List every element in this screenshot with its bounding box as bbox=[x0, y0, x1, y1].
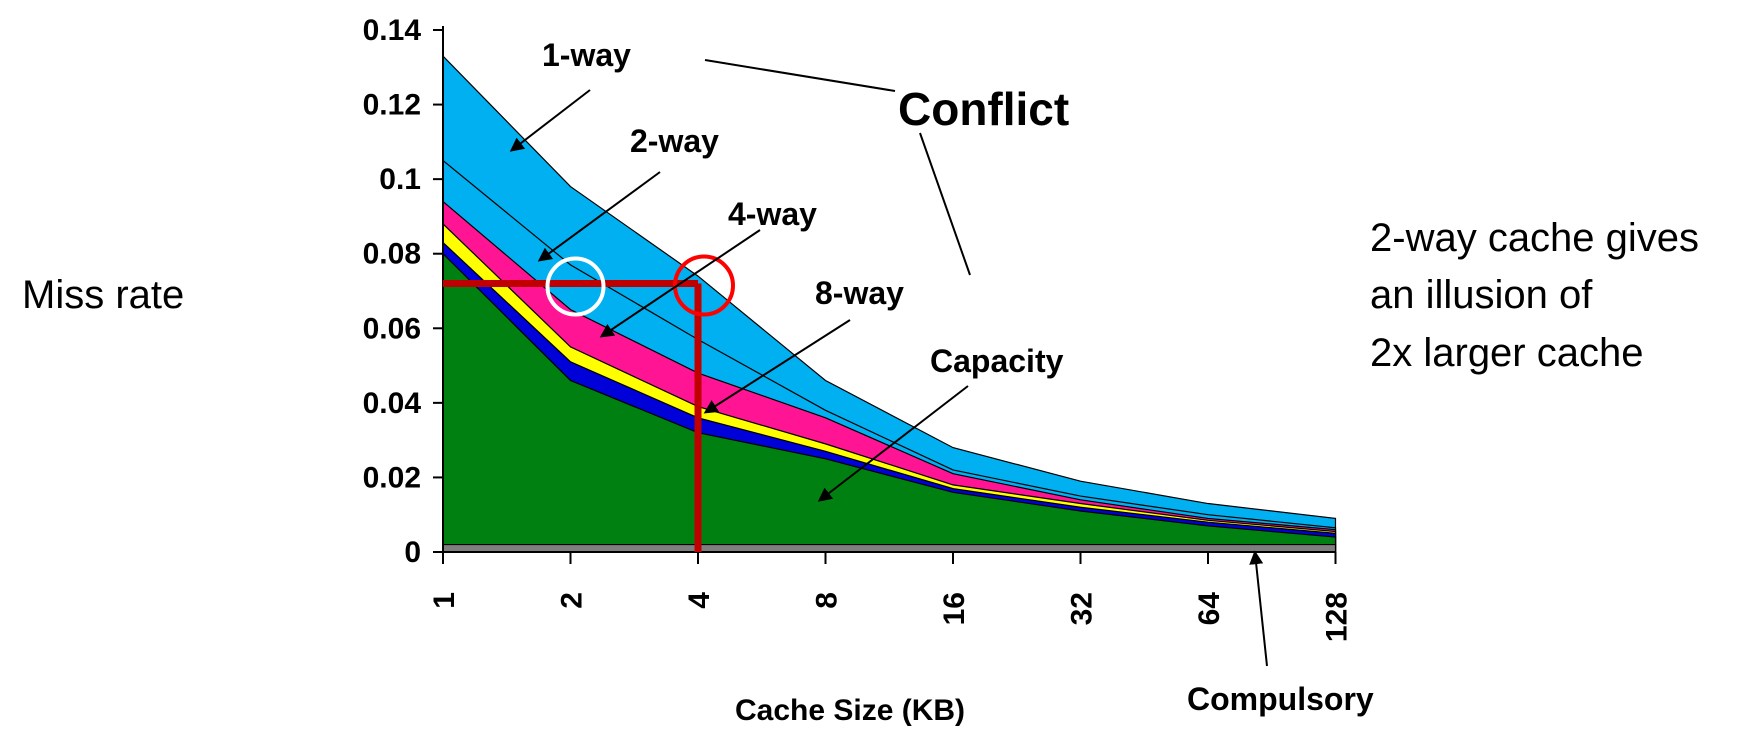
arrow-2-way bbox=[537, 171, 661, 262]
side-note-line-2: an illusion of bbox=[1370, 273, 1593, 317]
x-tick-label: 32 bbox=[1066, 592, 1099, 625]
y-tick-label: 0.1 bbox=[379, 163, 421, 196]
label-1-way: 1-way bbox=[542, 37, 631, 73]
conflict-leader-upper bbox=[704, 59, 896, 92]
side-note-line-1: 2-way cache gives bbox=[1370, 216, 1699, 260]
label-conflict: Conflict bbox=[898, 83, 1069, 135]
y-tick-label: 0.08 bbox=[363, 238, 421, 271]
red-circle-marker bbox=[673, 254, 735, 317]
label-8-way: 8-way bbox=[815, 275, 904, 311]
x-axis-title: Cache Size (KB) bbox=[735, 694, 965, 727]
conflict-leader-lower bbox=[919, 132, 971, 276]
label-capacity: Capacity bbox=[930, 343, 1064, 379]
white-circle-marker bbox=[545, 256, 606, 317]
y-axis-title: Miss rate bbox=[22, 273, 184, 317]
highlight-marks bbox=[443, 254, 735, 552]
label-2-way: 2-way bbox=[630, 123, 719, 159]
stacked-areas bbox=[442, 54, 1337, 553]
y-tick-label: 0.12 bbox=[363, 89, 421, 122]
x-tick-label: 4 bbox=[683, 592, 716, 609]
x-tick-label: 2 bbox=[556, 592, 589, 609]
side-note-line-3: 2x larger cache bbox=[1370, 331, 1643, 375]
y-tick-label: 0.14 bbox=[363, 14, 422, 47]
y-tick-label: 0.04 bbox=[363, 387, 422, 420]
y-tick-label: 0 bbox=[404, 536, 421, 569]
x-tick-labels: 1 2 4 8 16 32 64 128 bbox=[428, 552, 1354, 642]
x-tick-label: 1 bbox=[428, 592, 461, 609]
arrow-8-way bbox=[703, 319, 851, 414]
x-tick-label: 64 bbox=[1193, 592, 1226, 626]
area-capacity bbox=[442, 252, 1337, 553]
x-tick-label: 128 bbox=[1321, 592, 1354, 642]
label-4-way: 4-way bbox=[728, 196, 817, 232]
label-compulsory: Compulsory bbox=[1187, 681, 1374, 717]
y-tick-label: 0.06 bbox=[363, 312, 421, 345]
area-compulsory bbox=[442, 543, 1337, 553]
arrow-4-way bbox=[599, 229, 761, 338]
x-tick-label: 8 bbox=[811, 592, 844, 609]
arrow-compulsory bbox=[1249, 550, 1268, 667]
y-tick-labels: 0 0.02 0.04 0.06 0.08 0.1 0.12 0.14 bbox=[363, 14, 443, 569]
axes bbox=[442, 26, 1336, 553]
arrow-capacity bbox=[817, 385, 969, 502]
side-note: 2-way cache gives an illusion of 2x larg… bbox=[1370, 216, 1699, 375]
arrow-1-way bbox=[509, 89, 591, 152]
y-tick-label: 0.02 bbox=[363, 461, 421, 494]
x-tick-label: 16 bbox=[938, 592, 971, 625]
